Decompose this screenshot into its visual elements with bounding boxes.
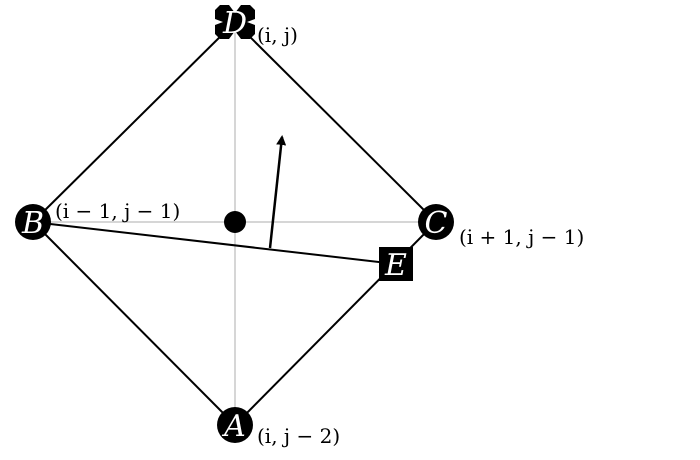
coord-label-d: (i, j) [257, 23, 298, 47]
node-d: D [215, 5, 255, 41]
edge-b-a [32, 221, 236, 426]
edge-d-c [234, 21, 437, 223]
node-d-cross-marker [215, 5, 255, 39]
edge-b-d [32, 21, 236, 223]
normal-arrow [268, 135, 287, 249]
node-e-marker [379, 247, 413, 281]
node-c: C [418, 204, 454, 241]
coord-label-b: (i − 1, j − 1) [55, 199, 180, 223]
coord-label-a: (i, j − 2) [257, 424, 340, 448]
node-a-label: A [221, 409, 246, 444]
node-b: B [15, 204, 51, 241]
node-b-label: B [21, 206, 44, 241]
edge-b-e [32, 221, 397, 265]
node-a: A [217, 407, 253, 444]
node-c-label: C [425, 206, 448, 241]
node-e-label: E [384, 248, 407, 283]
node-a-marker [217, 407, 253, 443]
coord-label-c: (i + 1, j − 1) [459, 225, 584, 249]
node-b-marker [15, 204, 51, 240]
node-e: E [379, 247, 413, 283]
center-dot [224, 211, 246, 233]
node-c-marker [418, 204, 454, 240]
node-d-label: D [222, 6, 247, 41]
